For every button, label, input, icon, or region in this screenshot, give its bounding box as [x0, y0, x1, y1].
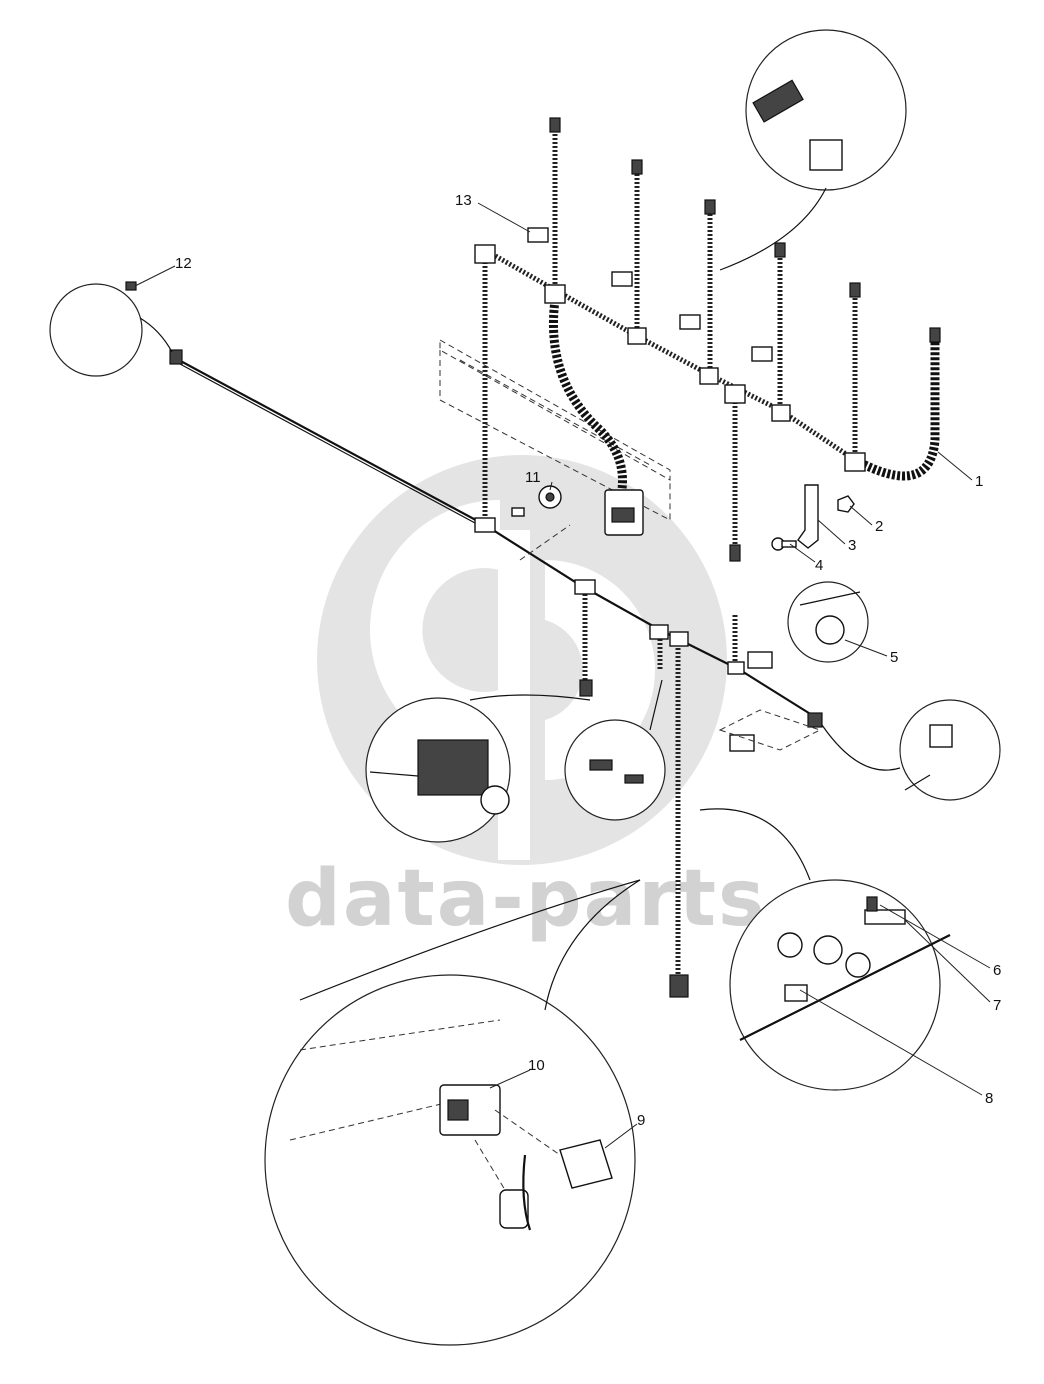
- callout-3: 3: [848, 537, 856, 554]
- detail-circle-right: [899, 699, 1001, 801]
- callout-13: 13: [455, 192, 472, 209]
- callout-9: 9: [637, 1112, 645, 1129]
- detail-circle-sensor-mid: [564, 719, 666, 821]
- callout-labels: 1 2 3 4 5 6 7 8 9 10 11 12 13: [175, 192, 1001, 1129]
- detail-circle-sensor-top: [745, 29, 907, 191]
- small-parts: [125, 227, 855, 752]
- callout-5: 5: [890, 649, 898, 666]
- detail-views: [49, 29, 1001, 1346]
- detail-circle-left: [49, 283, 143, 377]
- callout-8: 8: [985, 1090, 993, 1107]
- leader-lines: [134, 202, 991, 1149]
- detail-circle-pressure-sensor: [264, 974, 636, 1346]
- callout-7: 7: [993, 997, 1001, 1014]
- detail-circle-engine-block: [729, 879, 941, 1091]
- callout-1: 1: [975, 473, 983, 490]
- callout-10: 10: [528, 1057, 545, 1074]
- callout-12: 12: [175, 255, 192, 272]
- callout-2: 2: [875, 518, 883, 535]
- callout-11: 11: [525, 469, 541, 486]
- watermark-text: data-parts: [285, 854, 766, 944]
- callout-6: 6: [993, 962, 1001, 979]
- callout-4: 4: [815, 557, 823, 574]
- main-harness: [169, 117, 941, 998]
